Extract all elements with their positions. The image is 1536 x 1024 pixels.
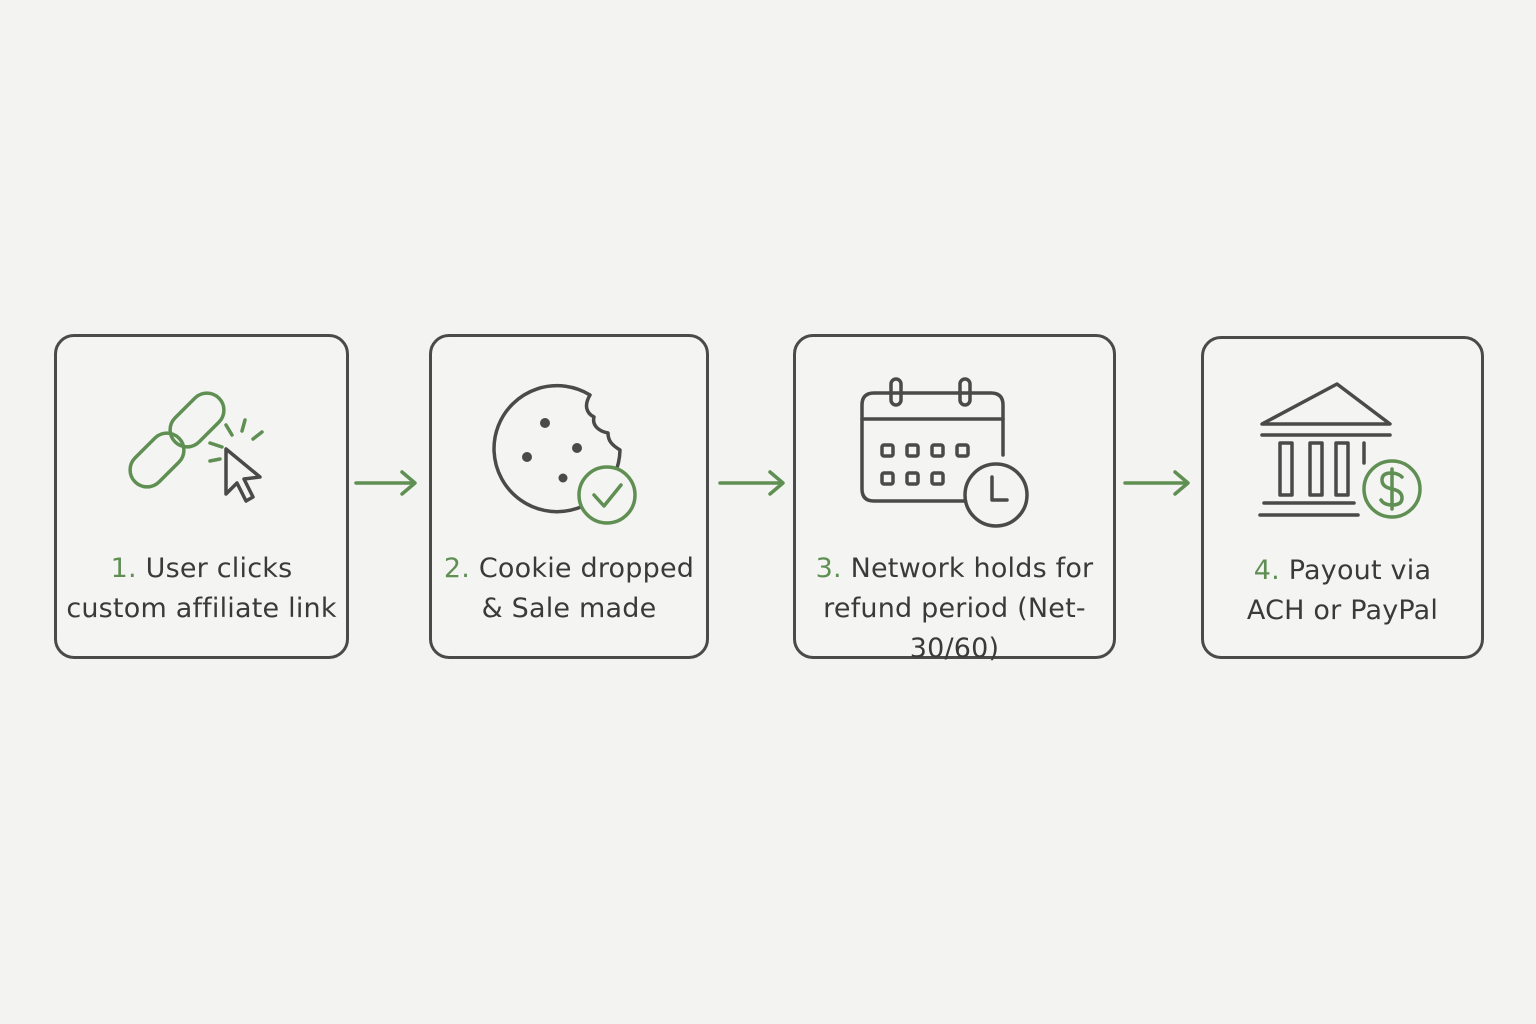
step-subtitle: & Sale made [481, 593, 657, 624]
bank-dollar-icon [1258, 382, 1422, 519]
step-title: User clicks [145, 553, 293, 584]
step-subtitle: refund period (Net-30/60) [823, 593, 1086, 664]
link-click-icon [128, 391, 264, 503]
step-title: Network holds for [850, 553, 1094, 584]
step-caption-3: 3. Network holds for refund period (Net-… [796, 549, 1113, 669]
step-number: 3. [815, 553, 842, 584]
step-card-3: 3. Network holds for refund period (Net-… [793, 334, 1116, 664]
step-caption-1: 1. User clicks custom affiliate link [57, 549, 346, 629]
arrow-right-icon [1123, 470, 1190, 496]
step-card-4: 4. Payout via ACH or PayPal [1201, 336, 1484, 659]
step-subtitle: ACH or PayPal [1246, 595, 1439, 626]
step-number: 2. [443, 553, 471, 584]
step-title: Payout via [1288, 555, 1432, 586]
step-caption-2: 2. Cookie dropped & Sale made [432, 549, 706, 629]
step-card-2: 2. Cookie dropped & Sale made [429, 334, 709, 659]
step-number: 1. [110, 553, 137, 584]
step-subtitle: custom affiliate link [66, 593, 337, 624]
step-caption-4: 4. Payout via ACH or PayPal [1204, 551, 1481, 631]
arrow-right-icon [354, 470, 417, 496]
step-title: Cookie dropped [478, 553, 695, 584]
step-card-1: 1. User clicks custom affiliate link [54, 334, 349, 659]
calendar-clock-icon [860, 377, 1029, 528]
arrow-right-icon [718, 470, 785, 496]
cookie-check-icon [492, 383, 637, 525]
step-number: 4. [1253, 555, 1280, 586]
